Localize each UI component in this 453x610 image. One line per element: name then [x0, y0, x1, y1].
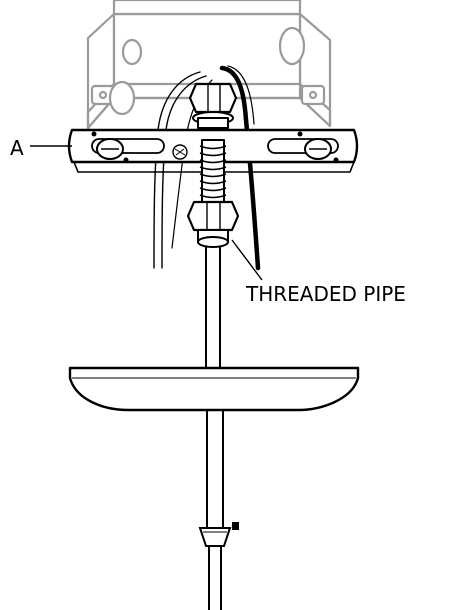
callout-pipe: THREADED PIPE	[231, 239, 406, 306]
bracket-hole-2	[123, 157, 129, 163]
nipple-threads	[199, 145, 227, 199]
callout-bracket-label: A	[10, 136, 24, 160]
wire-right-highlight	[227, 65, 255, 125]
strain-relief-cone	[198, 527, 232, 547]
junction-box-left-wall	[86, 12, 116, 130]
canopy	[68, 366, 360, 412]
knockout-left	[108, 80, 136, 116]
box-screw-hole-left	[98, 90, 108, 100]
upper-hex-nut	[188, 82, 238, 114]
knockout-right	[278, 26, 306, 66]
knockout-left-upper	[121, 38, 143, 66]
junction-box-right-wall	[298, 12, 332, 128]
threaded-pipe-assembly	[186, 82, 240, 368]
bracket-hole-3	[297, 131, 303, 137]
bracket-hole-4	[333, 157, 339, 163]
bracket-hole-1	[91, 131, 97, 137]
set-screw	[232, 522, 239, 530]
lower-hex-nut	[186, 200, 240, 232]
upper-lock-ring	[197, 117, 229, 129]
box-screw-hole-right	[308, 90, 318, 100]
lower-coupling-rim	[197, 236, 229, 248]
callout-bracket: A	[10, 136, 72, 160]
canopy-body	[68, 366, 360, 412]
ground-screw-thread	[174, 148, 186, 156]
callout-pipe-label: THREADED PIPE	[245, 282, 406, 306]
callout-pipe-leader	[231, 239, 263, 281]
junction-box	[86, 0, 332, 130]
junction-box-top-flange	[112, 0, 302, 16]
down-rod	[198, 410, 239, 610]
